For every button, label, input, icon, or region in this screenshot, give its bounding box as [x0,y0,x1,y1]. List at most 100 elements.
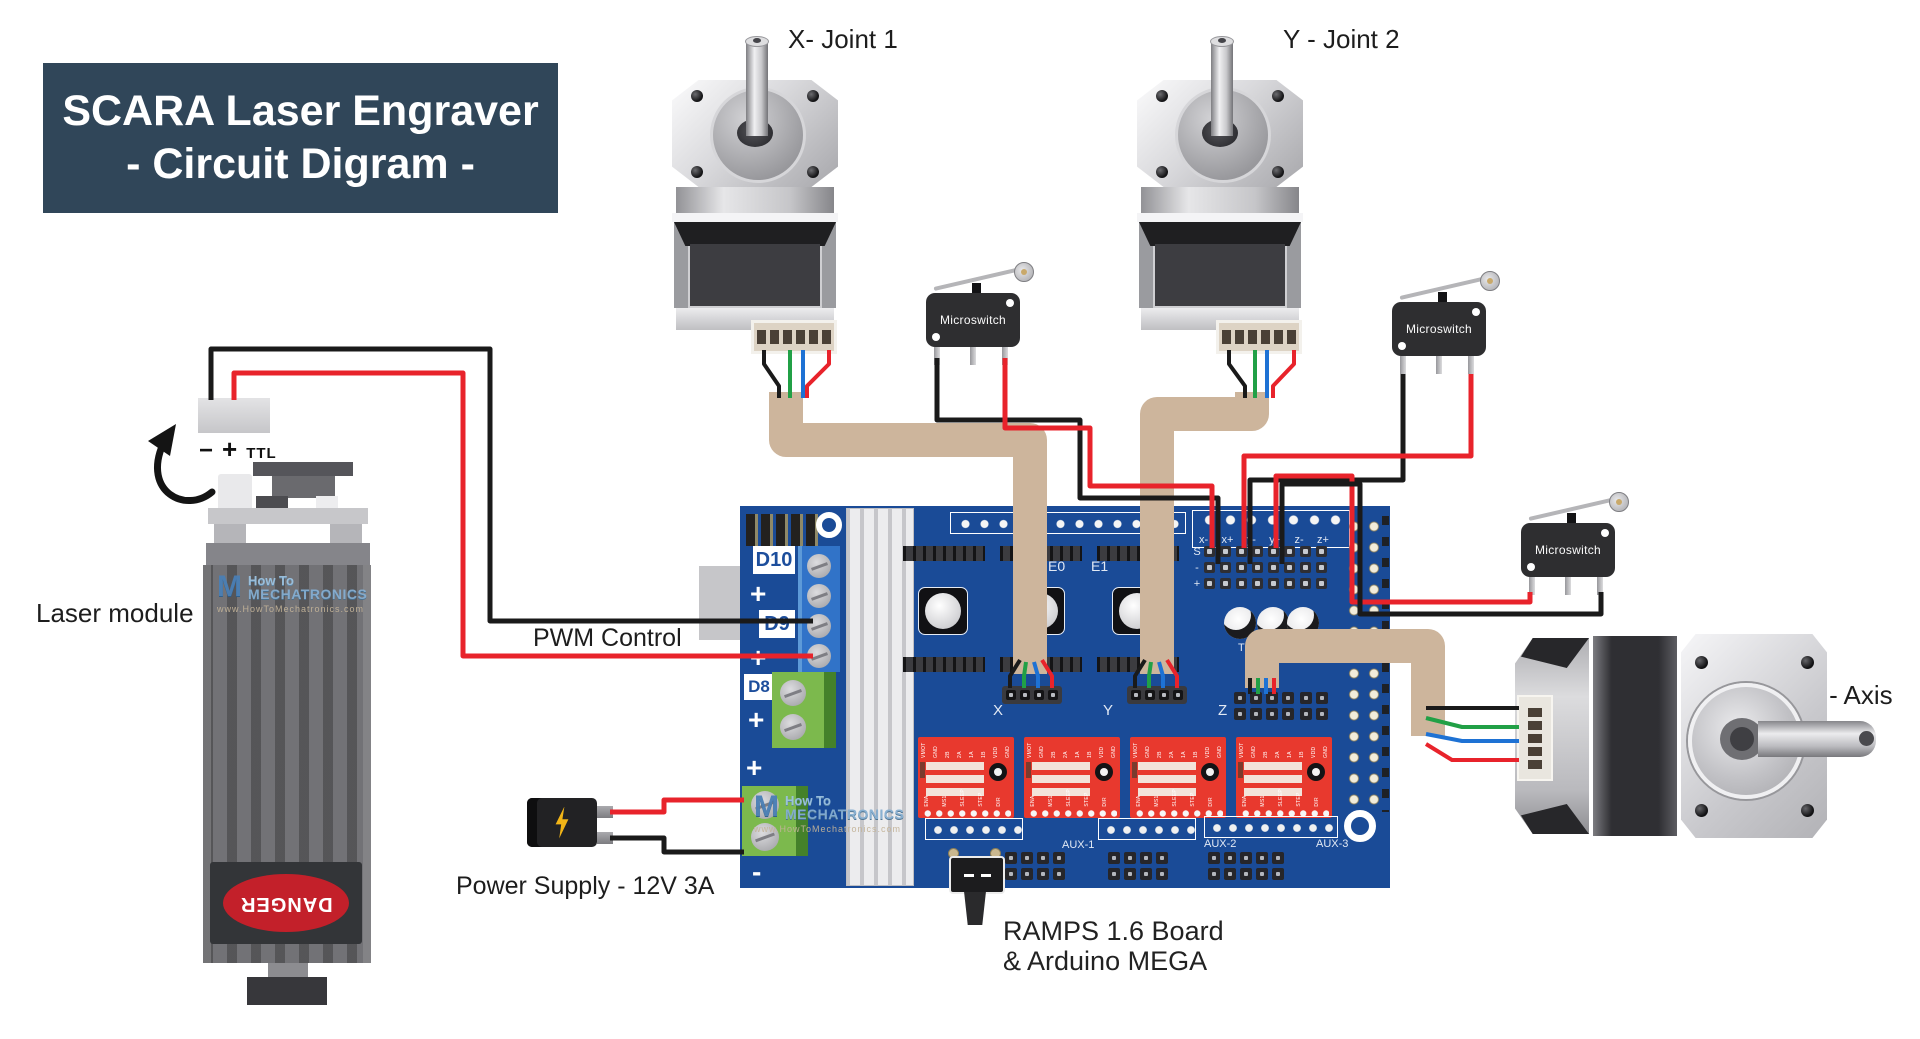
pin [1108,852,1120,864]
terminal-screw [807,584,831,608]
switch-pin [970,347,976,365]
driver-pin-label: VMOT [921,742,927,758]
board-caption: RAMPS 1.6 Board & Arduino MEGA [1003,916,1224,976]
pin [1173,690,1183,700]
driver-smd-bars [1138,762,1196,796]
driver-component [1238,762,1243,778]
driver-pin-label: 1B [1087,751,1093,758]
connector-slot [1528,733,1542,743]
watermark-logo: M [754,790,779,823]
driver-pin-label: ENA [1136,795,1142,807]
laser-module: − + TTL M How To MECHATRONICS www.HowToM… [195,390,395,1015]
pin [1240,852,1252,864]
connector-slot [1528,720,1542,730]
ttl-text: TTL [246,445,277,462]
pin [1037,868,1049,880]
d10-label: D10 [753,546,795,574]
pin [1156,868,1168,880]
d8-terminal [772,672,836,748]
driver-component [1132,762,1137,778]
d10-plus: + [750,578,767,609]
stator-window [1155,244,1285,306]
connector-slot [1528,707,1542,717]
wire-red [805,350,831,398]
switch-pin [934,347,940,365]
laser-leg [330,524,362,545]
driver-pin-label: MS1 [942,795,948,807]
pin [1224,852,1236,864]
aux1-label: AUX-1 [1062,839,1095,851]
connector-slot [783,330,792,344]
motor-shaft [1758,721,1876,757]
power-input-terminal [742,786,808,856]
d8-plus: + [748,704,765,735]
danger-ellipse: DANGER [223,874,349,932]
switch-hole [1398,342,1406,350]
shaft-hole [1730,727,1754,751]
laser-top-bar [253,462,353,476]
driver-pin-label: MS1 [1260,795,1266,807]
motor-connector [751,320,837,354]
danger-text: DANGER [239,892,333,915]
screw-hole [1272,90,1284,102]
driver-component [920,762,925,778]
driver-pin-label: DIR [1208,797,1214,807]
driver-pin-label: SLEEP [1066,789,1072,807]
pin [1034,690,1044,700]
capacitor [1287,607,1319,639]
driver-pin-label: STEP [1296,792,1302,807]
endstop-pin [1316,578,1327,589]
driver-pin-label: SLEEP [1172,789,1178,807]
driver-pin-label: 2A [1275,751,1281,758]
endstop-header: x-x+y-y+z-z+ [1192,510,1350,548]
connector-slot [1235,330,1244,344]
capacitor [1257,607,1289,639]
through-hole-columns [1342,514,1382,814]
switch-pin [1436,356,1442,374]
screw-hole [1801,656,1814,669]
endstop-row-labels: S-+ [1192,544,1202,592]
pin [1256,852,1268,864]
driver-pin-label: MS1 [1154,795,1160,807]
microswitch-y: Microswitch [1392,270,1504,376]
endstop-pin [1316,562,1327,573]
motor-shaft [1210,36,1234,136]
driver-trimpot [1095,763,1113,781]
motor-neck [1141,187,1299,213]
endstop-pin [1300,546,1311,557]
pin [1224,868,1236,880]
connector-slot [809,330,818,344]
endstop-row-label: - [1195,562,1199,574]
laser-lens-holder [268,963,308,977]
driver-pin-label: 2A [957,751,963,758]
power-supply-jack [527,798,619,850]
endstop-pin [1236,578,1247,589]
terminal-screw [807,644,831,668]
e1-label: E1 [1091,558,1109,574]
watermark-url: www.HowToMechatronics.com [217,604,365,614]
endstop-col-label: z- [1294,534,1304,546]
watermark-line2: MECHATRONICS [785,805,905,822]
watermark-line1: How To [248,572,294,588]
screw-hole [1272,166,1284,178]
screw-hole [1156,90,1168,102]
driver-trimpot [1201,763,1219,781]
pin [1124,852,1136,864]
socket-header [903,657,985,672]
pin [1156,852,1168,864]
watermark-board: M How To MECHATRONICS www.HowToMechatron… [754,792,924,834]
pin [1131,690,1141,700]
endstop-pin [1268,562,1279,573]
socket-header [903,546,985,561]
connector-slots [1528,707,1542,769]
driver-pin-label: 1A [1287,751,1293,758]
driver-pin-label: 1B [1299,751,1305,758]
pin [1266,692,1278,704]
driver-pin-label: ENA [1242,795,1248,807]
pin [1300,708,1312,720]
laser-module-label: Laser module [36,598,194,628]
endstop-pin [1284,546,1295,557]
